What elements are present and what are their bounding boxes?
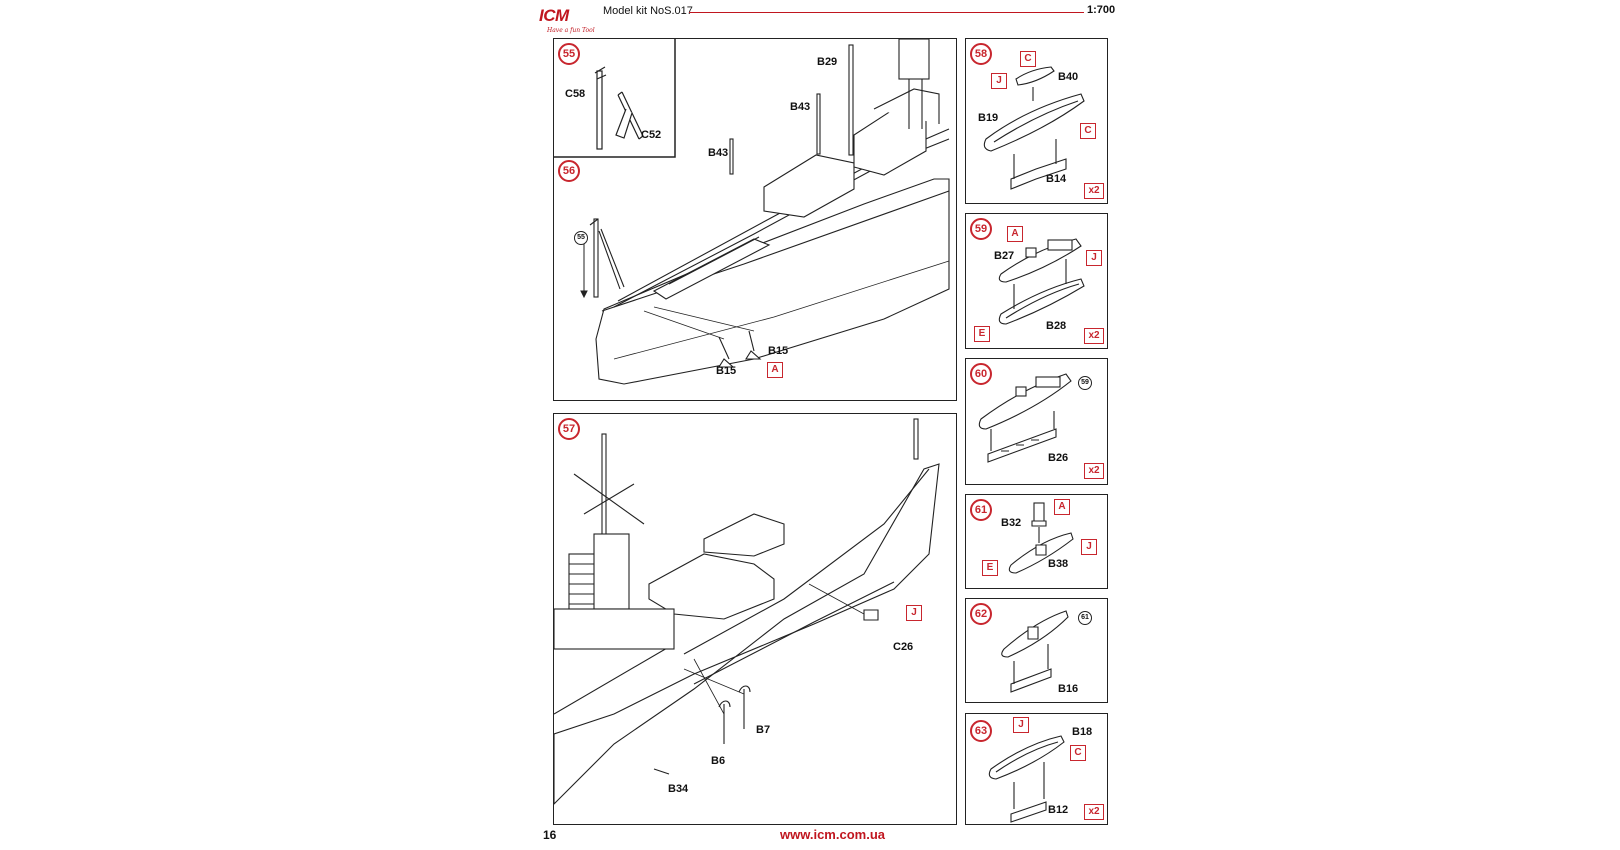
quantity-x2: x2 — [1084, 804, 1104, 820]
panel-step-63: 63 J B18 C B12 x2 — [965, 713, 1108, 825]
paint-code-j: J — [1013, 717, 1029, 733]
paint-code-j: J — [991, 73, 1007, 89]
paint-code-c-bottom: C — [1080, 123, 1096, 139]
step-58-drawing — [983, 66, 1085, 190]
part-b28-label: B28 — [1046, 320, 1067, 332]
part-b14-label: B14 — [1046, 173, 1067, 185]
brand-logo-text: ICM — [539, 6, 569, 25]
panel-step-61: 61 A B32 J E B38 — [965, 494, 1108, 589]
step-59-reference: 59 — [1078, 376, 1092, 390]
panel-step-60: 60 59 B26 x2 — [965, 358, 1108, 485]
paint-code-j: J — [1081, 539, 1097, 555]
step-61-drawing — [1008, 502, 1074, 574]
step-60-drawing — [978, 373, 1072, 463]
part-b15-label-left: B15 — [716, 365, 737, 377]
part-b34-label: B34 — [668, 783, 689, 795]
part-b16-label: B16 — [1058, 683, 1079, 695]
panel-step-58: 58 C J B40 B19 C B14 x2 — [965, 38, 1108, 204]
panel-step-57: 57 J C26 B7 B6 B34 — [553, 413, 957, 825]
part-c52-label: C52 — [641, 129, 662, 141]
page-number: 16 — [543, 828, 557, 842]
step-59-drawing — [998, 238, 1085, 325]
part-b6-label: B6 — [711, 755, 726, 767]
header-divider — [689, 12, 1084, 13]
quantity-x2: x2 — [1084, 463, 1104, 479]
panel-step-59: 59 A B27 J E B28 x2 — [965, 213, 1108, 349]
paint-code-j: J — [1086, 250, 1102, 266]
step-63-drawing — [988, 735, 1065, 823]
part-b12-label: B12 — [1048, 804, 1069, 816]
part-b7-label: B7 — [756, 724, 771, 736]
kit-scale: 1:700 — [1087, 4, 1116, 16]
kit-title: Model kit NoS.017 — [603, 5, 693, 17]
paint-code-a: A — [1054, 499, 1070, 515]
step-57-badge: 57 — [558, 418, 580, 440]
part-b40-label: B40 — [1058, 71, 1079, 83]
step-57-drawing — [554, 418, 940, 805]
part-b19-label: B19 — [978, 112, 999, 124]
part-b43-label-upper: B43 — [790, 101, 811, 113]
part-b32-label: B32 — [1001, 517, 1022, 529]
step-56-badge: 56 — [558, 160, 580, 182]
paint-code-a: A — [767, 362, 783, 378]
panel-step-62: 62 61 B16 — [965, 598, 1108, 703]
paint-code-e: E — [982, 560, 998, 576]
step-55-reference: 55 — [574, 231, 588, 245]
step-61-reference: 61 — [1078, 611, 1092, 625]
step-62-drawing — [1001, 610, 1069, 693]
part-c26-label: C26 — [893, 641, 914, 653]
step-63-badge: 63 — [970, 720, 992, 742]
part-b29-label: B29 — [817, 56, 838, 68]
paint-code-a: A — [1007, 226, 1023, 242]
step-62-badge: 62 — [970, 603, 992, 625]
part-b26-label: B26 — [1048, 452, 1069, 464]
paint-code-j: J — [906, 605, 922, 621]
part-b18-label: B18 — [1072, 726, 1093, 738]
paint-code-c: C — [1070, 745, 1086, 761]
paint-code-c-top: C — [1020, 51, 1036, 67]
part-b38-label: B38 — [1048, 558, 1069, 570]
website-url[interactable]: www.icm.com.ua — [780, 827, 885, 842]
icm-logo — [539, 5, 581, 29]
part-b43-label-lower: B43 — [708, 147, 729, 159]
part-c58-label: C58 — [565, 88, 586, 100]
step-59-badge: 59 — [970, 218, 992, 240]
quantity-x2: x2 — [1084, 328, 1104, 344]
quantity-x2: x2 — [1084, 183, 1104, 199]
brand-tagline: Have a fun Tool — [547, 27, 595, 34]
panel-step-56: 55 C58 C52 56 55 B29 B43 B43 B15 B15 A — [553, 38, 957, 401]
paint-code-e: E — [974, 326, 990, 342]
part-b27-label: B27 — [994, 250, 1015, 262]
step-58-badge: 58 — [970, 43, 992, 65]
step-56-drawing — [554, 39, 950, 385]
step-55-badge: 55 — [558, 43, 580, 65]
step-61-badge: 61 — [970, 499, 992, 521]
step-60-badge: 60 — [970, 363, 992, 385]
part-b15-label-right: B15 — [768, 345, 789, 357]
